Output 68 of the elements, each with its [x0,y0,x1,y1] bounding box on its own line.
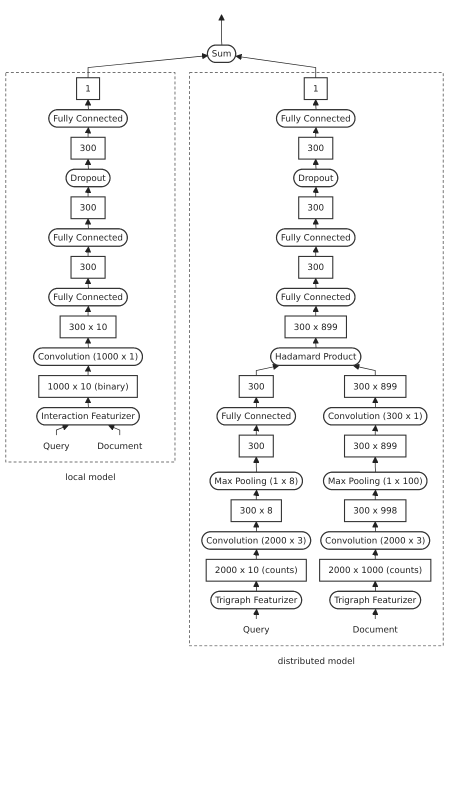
node-box [304,77,328,100]
arrow [236,54,316,78]
arrow [252,490,260,500]
node-box [344,375,406,398]
node-box [238,434,274,458]
node-box [38,375,138,398]
arrow [312,246,319,257]
arrow [372,580,378,592]
node-box [238,375,274,398]
cluster [5,72,176,462]
arrow [372,456,378,473]
arrow [252,549,260,560]
arrow [253,580,260,592]
arrow [84,397,92,408]
arrow [312,218,319,230]
arrow [253,456,260,473]
node-box [70,136,106,160]
arrow [84,99,92,110]
arrow [253,521,260,532]
arrow [253,397,260,408]
arrow [372,549,378,560]
node-box [344,499,406,522]
node-box [344,434,406,458]
node-box [284,315,347,338]
cluster [189,72,444,646]
node-box [298,256,334,279]
arrow [312,278,319,290]
arrow [108,424,120,436]
node-text: Document [352,624,398,635]
arrow [84,186,92,198]
arrow [312,186,319,198]
arrow [218,14,225,46]
node-box [70,196,106,220]
arrow [56,424,69,436]
arrow [252,425,260,436]
arrow [88,52,208,78]
arrow [84,218,92,230]
arrow [84,278,92,290]
node-box [298,196,334,220]
arrow [84,365,92,376]
arrow [256,364,280,376]
arrow [252,608,260,620]
arrow [84,127,92,138]
arrow [312,158,319,170]
arrow [84,158,92,170]
arrow [372,397,378,408]
node-text: Query [243,624,270,635]
node-box [60,315,117,338]
node-box [298,136,334,160]
arrow [372,490,378,500]
arrow [312,306,319,316]
arrow [372,425,378,436]
arrow [84,246,92,257]
node-box [319,558,432,582]
arrow [372,608,378,620]
arrow [312,338,319,349]
node-box [76,77,100,100]
node-box [206,558,307,582]
node-box [230,499,282,522]
node-text: Query [43,440,70,452]
node-text: Document [97,440,142,452]
arrow [84,306,92,316]
node-box [70,256,106,279]
arrow [312,99,319,110]
arrow [372,521,378,532]
arrow [353,364,376,376]
arrow [84,338,92,349]
arrow [312,127,319,138]
